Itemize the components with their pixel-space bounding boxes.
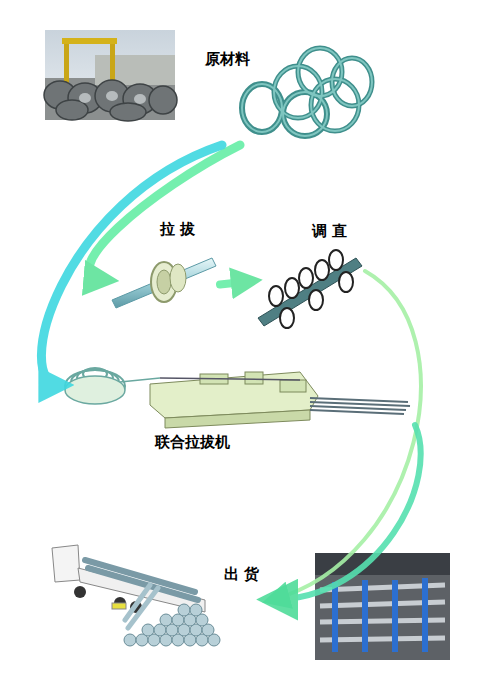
drawing-stage: 拉 拔 (105, 218, 220, 313)
stage-label: 出 货 (224, 565, 259, 583)
stage-label: 拉 拔 (160, 220, 195, 238)
stage-label: 联合拉拔机 (155, 433, 230, 451)
shipping-stage: 出 货 (218, 562, 273, 612)
straightening-stage: 调 直 (250, 220, 365, 322)
wire-coils (242, 48, 372, 136)
straightening-rollers (258, 250, 362, 328)
raw-material-stage: 原材料 (195, 45, 375, 145)
flow-arrow (41, 145, 222, 385)
stage-label: 原材料 (205, 50, 250, 68)
flow-arrow (220, 281, 250, 284)
combined-machine-stage: 联合拉拔机 (60, 355, 415, 455)
truck-with-rods (52, 545, 220, 646)
stage-label: 调 直 (312, 222, 347, 240)
raw-material-photo (44, 30, 177, 121)
flow-arrow (273, 425, 421, 600)
drawing-die (112, 258, 216, 308)
combined-drawing-machine (65, 368, 410, 428)
flow-arrow (273, 271, 421, 600)
